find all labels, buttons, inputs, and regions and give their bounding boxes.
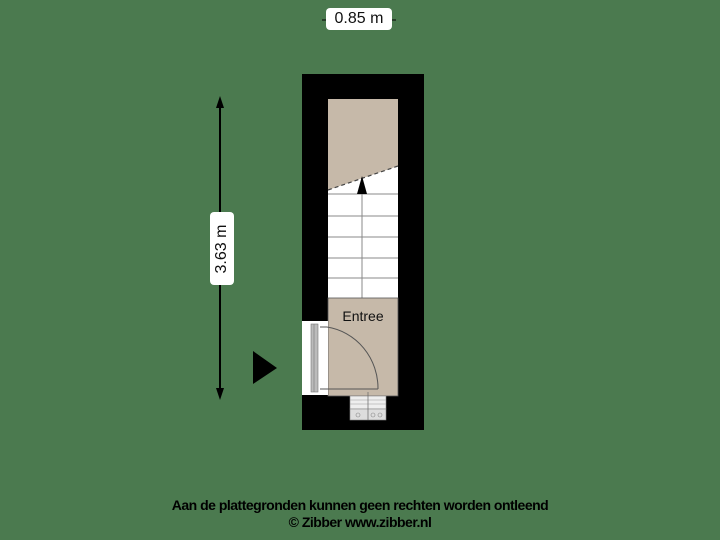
door-frame <box>310 323 319 393</box>
staircase <box>328 166 398 298</box>
meter-cupboard <box>349 392 387 421</box>
disclaimer-text: Aan de plattegronden kunnen geen rechten… <box>171 497 549 513</box>
width-dimension-label: 0.85 m <box>326 8 392 30</box>
room-label-entree: Entree <box>342 308 384 324</box>
length-dimension-label: 3.63 m <box>213 224 230 273</box>
door-swing <box>320 326 379 390</box>
copyright-text: © Zibber www.zibber.nl <box>288 514 432 530</box>
stair-direction-arrow-icon <box>357 176 367 194</box>
stair-treads <box>328 180 398 298</box>
stair-break-line <box>327 165 399 191</box>
entry-arrow-icon <box>253 351 277 384</box>
length-dimension-label-box: 3.63 m <box>210 212 234 285</box>
